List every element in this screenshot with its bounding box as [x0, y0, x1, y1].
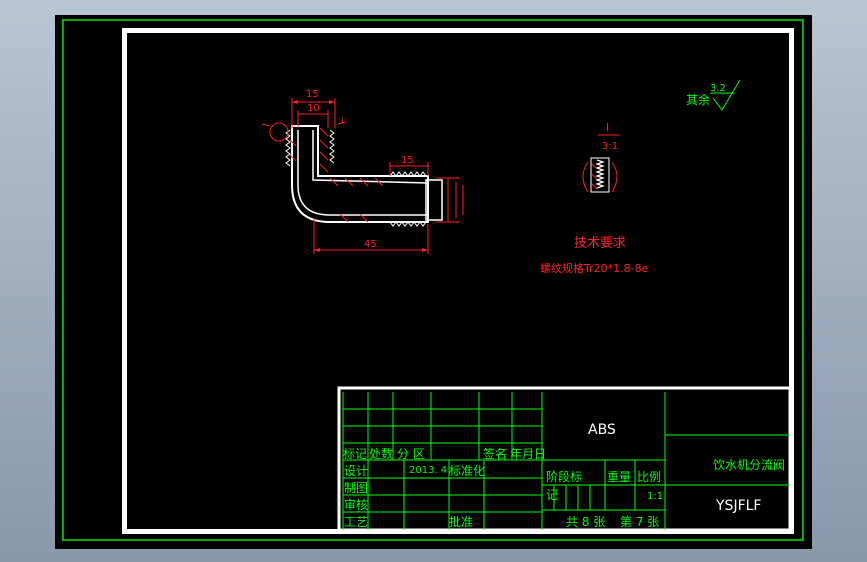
detail-label: I [606, 121, 609, 134]
rev-signature-header: 签名 [483, 446, 507, 461]
detail-scale: 3:1 [602, 141, 618, 152]
detail-view-I: I 3:1 [582, 121, 620, 193]
scale-label: 比例 [637, 470, 661, 484]
scale-value: 1:1 [647, 491, 663, 502]
drawing-code: YSJFLF [715, 498, 761, 514]
approve-label: 批准 [449, 514, 473, 529]
row-draw-label: 制图 [344, 481, 368, 495]
thread-spec: 螺纹规格Tr20*1.8-8e [540, 261, 649, 275]
sheets-total: 共 8 张 [566, 515, 605, 529]
material-value: ABS [588, 422, 616, 438]
row-review-label: 审核 [344, 497, 368, 512]
tech-req-title: 技术要求 [574, 236, 626, 251]
sheet-number: 第 7 张 [620, 515, 659, 529]
part-name: 饮水机分流阀 [713, 458, 785, 472]
dim-15-top: 15 [306, 89, 319, 100]
technical-requirements: 技术要求 螺纹规格Tr20*1.8-8e [540, 236, 649, 275]
rev-date-header: 年月日 [510, 447, 546, 461]
row-design-label: 设计 [344, 464, 368, 478]
elbow-part-view: 15 10 15 45 I [261, 89, 464, 254]
standardize-label: 标准化 [449, 464, 485, 478]
rev-count-header: 处数 [369, 446, 393, 461]
row-process-label: 工艺 [344, 515, 368, 529]
surface-roughness-symbol: 其余 3.2 [686, 79, 741, 111]
green-border-frame [62, 19, 804, 541]
rev-mark-header: 标记 [343, 447, 367, 461]
weight-label: 重量 [607, 470, 631, 484]
detail-marker: I [341, 117, 344, 127]
stage-mark-label-2: 记 [546, 488, 558, 502]
dim-45-bottom: 45 [364, 239, 377, 250]
stage-mark-label: 阶段标 [546, 469, 582, 484]
title-block: ABS 饮水机分流阀 YSJFLF 标记 处数 分 区 签名 年月日 设计 制图… [337, 386, 792, 532]
dim-10-top: 10 [307, 103, 320, 114]
rev-zone-header: 分 区 [397, 447, 425, 461]
roughness-value: 3.2 [710, 83, 726, 94]
design-date: 2013. 4 [409, 465, 447, 476]
dim-15-right: 15 [401, 155, 414, 166]
roughness-note: 其余 [686, 92, 710, 107]
